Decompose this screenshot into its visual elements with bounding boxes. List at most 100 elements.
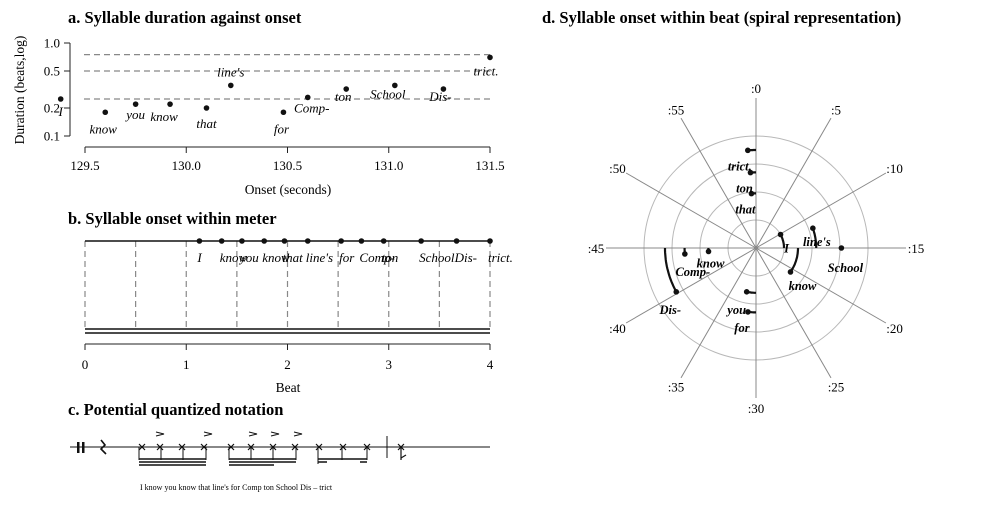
data-point xyxy=(204,105,210,111)
data-point xyxy=(167,101,173,107)
onset-point xyxy=(778,232,784,238)
angle-label: :35 xyxy=(668,380,685,395)
onset-point xyxy=(197,238,203,244)
onset-label: School xyxy=(419,250,455,265)
onset-point xyxy=(745,309,751,315)
angle-label: :45 xyxy=(588,241,605,256)
onset-point xyxy=(381,238,387,244)
onset-point xyxy=(682,251,688,257)
point-label: School xyxy=(370,86,406,101)
x-tick-label: 131.5 xyxy=(475,158,504,173)
y-tick-label: 1.0 xyxy=(44,36,60,51)
panel-a-title: a. Syllable duration against onset xyxy=(68,8,302,27)
angle-label: :0 xyxy=(751,81,761,96)
onset-point xyxy=(487,238,493,244)
onset-point xyxy=(673,289,679,295)
x-tick-label: 4 xyxy=(487,357,494,372)
point-label: know xyxy=(150,109,178,124)
onset-arc xyxy=(791,248,799,272)
onset-point xyxy=(839,245,845,251)
panel-a-x-label: Onset (seconds) xyxy=(245,182,332,197)
angle-label: :15 xyxy=(908,241,925,256)
onset-label: I xyxy=(783,242,790,256)
point-label: Comp- xyxy=(294,100,329,115)
y-tick-label: 0.1 xyxy=(44,129,60,144)
panel-d: d. Syllable onset within beat (spiral re… xyxy=(542,8,924,416)
onset-label: you xyxy=(725,303,746,317)
panel-b-title: b. Syllable onset within meter xyxy=(68,209,277,228)
point-label: Dis- xyxy=(428,89,451,104)
angle-label: :10 xyxy=(886,161,903,176)
angle-label: :50 xyxy=(609,161,626,176)
beat-spoke xyxy=(756,248,886,323)
onset-point xyxy=(418,238,424,244)
angle-label: :25 xyxy=(828,380,845,395)
percussion-clef-bar-2 xyxy=(82,442,85,453)
data-point xyxy=(487,55,493,61)
data-point xyxy=(133,101,139,107)
data-point xyxy=(281,109,287,115)
angle-label: :40 xyxy=(609,321,626,336)
onset-point xyxy=(338,238,344,244)
panel-d-title: d. Syllable onset within beat (spiral re… xyxy=(542,8,901,27)
notation-lyrics: I know you know that line's for Comp ton… xyxy=(140,483,333,492)
beat-spoke xyxy=(756,118,831,248)
onset-point xyxy=(239,238,245,244)
onset-point xyxy=(305,238,311,244)
onset-label: line's xyxy=(306,250,333,265)
panel-a-y-label: Duration (beats,log) xyxy=(12,36,27,145)
onset-label: you xyxy=(238,250,259,265)
x-tick-label: 129.5 xyxy=(70,158,99,173)
panel-c-title: c. Potential quantized notation xyxy=(68,400,283,419)
onset-label: for xyxy=(734,321,749,335)
onset-label: Dis- xyxy=(454,250,477,265)
point-label: ton xyxy=(335,89,352,104)
panel-b-x-label: Beat xyxy=(276,380,301,395)
onset-point xyxy=(219,238,225,244)
onset-label: that xyxy=(735,203,756,217)
onset-label: Comp- xyxy=(675,265,710,279)
onset-label: trict. xyxy=(488,250,513,265)
onset-point xyxy=(261,238,267,244)
data-point xyxy=(102,109,108,115)
onset-label: School xyxy=(828,261,864,275)
point-label: that xyxy=(196,116,217,131)
point-label: you xyxy=(124,107,145,122)
onset-label: ton xyxy=(736,182,753,196)
onset-point xyxy=(454,238,460,244)
panel-c: c. Potential quantized notation xyxy=(68,400,490,492)
onset-label: line's xyxy=(803,235,831,249)
percussion-clef-bar-1 xyxy=(77,442,80,453)
onset-point xyxy=(359,238,365,244)
x-tick-label: 130.5 xyxy=(273,158,302,173)
point-label: know xyxy=(90,121,118,136)
quantized-notation-staff xyxy=(70,432,490,465)
onset-label: trict. xyxy=(728,159,752,173)
onset-point xyxy=(706,249,712,255)
x-tick-label: 0 xyxy=(82,357,89,372)
x-tick-label: 2 xyxy=(284,357,291,372)
x-tick-label: 1 xyxy=(183,357,190,372)
angle-label: :20 xyxy=(886,321,903,336)
onset-label: that xyxy=(282,250,303,265)
onset-point xyxy=(810,225,816,231)
onset-label: know xyxy=(789,279,817,293)
beam-group-1 xyxy=(139,432,212,465)
angle-label: :5 xyxy=(831,102,841,117)
onset-point xyxy=(745,148,751,154)
panel-a: a. Syllable duration against onset Iknow… xyxy=(12,8,505,197)
beam-group-2 xyxy=(228,432,302,465)
onset-point xyxy=(744,289,750,295)
point-label: for xyxy=(274,121,290,136)
onset-label: for xyxy=(339,250,355,265)
onset-point xyxy=(282,238,288,244)
final-note xyxy=(398,444,406,460)
angle-label: :55 xyxy=(668,102,685,117)
data-point xyxy=(228,83,234,89)
x-tick-label: 131.0 xyxy=(374,158,403,173)
data-point xyxy=(305,95,311,101)
onset-label: ton xyxy=(382,250,399,265)
x-tick-label: 130.0 xyxy=(172,158,201,173)
